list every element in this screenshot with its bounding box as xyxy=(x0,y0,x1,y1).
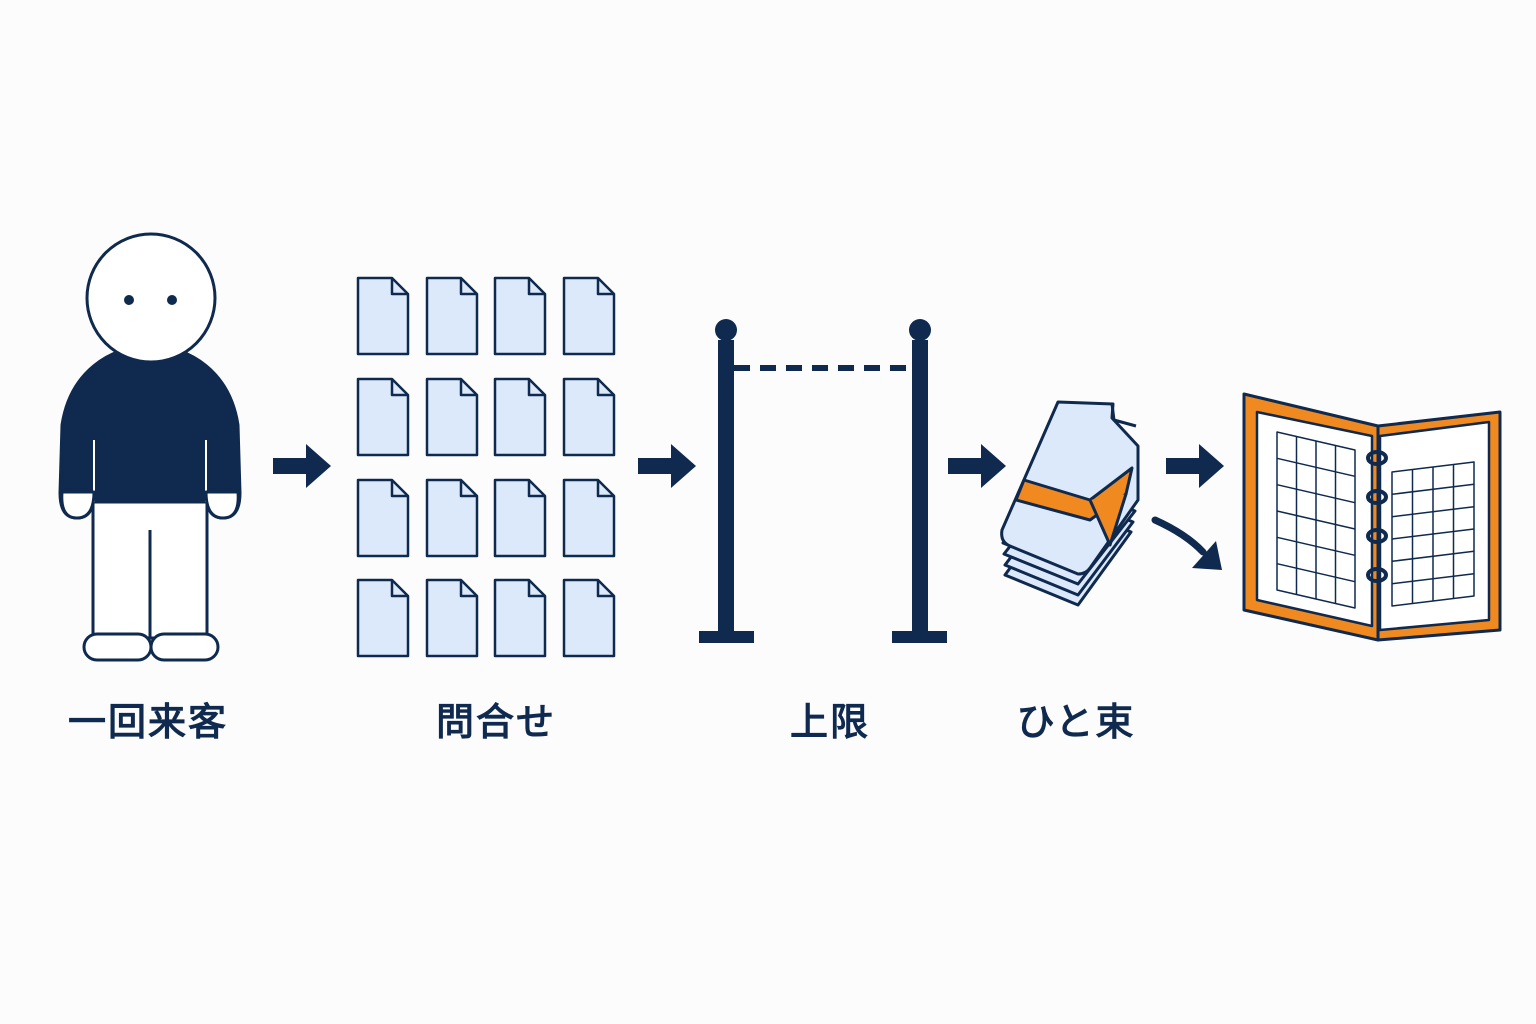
left-post xyxy=(699,319,754,643)
document-icon xyxy=(425,377,479,457)
right-post xyxy=(892,319,947,643)
document-icon xyxy=(562,276,616,356)
binder-rings xyxy=(1366,450,1388,583)
bundled-stack-icon xyxy=(1000,400,1140,607)
person-icon xyxy=(58,232,242,662)
document-icon xyxy=(493,478,547,558)
stanchion-barrier-icon xyxy=(699,319,947,643)
document-icon xyxy=(356,276,410,356)
document-icon xyxy=(562,377,616,457)
right-page-grid xyxy=(1391,461,1475,607)
document-icon xyxy=(356,478,410,558)
arrow-icon xyxy=(638,444,696,488)
document-icon xyxy=(425,276,479,356)
step-label-visitor: 一回来客 xyxy=(67,700,228,744)
document-icon xyxy=(562,478,616,558)
step-label-limit: 上限 xyxy=(789,700,870,744)
arrow-icon xyxy=(273,444,331,488)
left-page-grid xyxy=(1276,431,1356,609)
document-icon xyxy=(562,578,616,658)
document-icon xyxy=(356,578,410,658)
document-icon xyxy=(425,578,479,658)
step-label-inquiries: 問合せ xyxy=(435,700,556,744)
curved-arrow-icon xyxy=(1151,516,1222,570)
documents-grid-icon xyxy=(356,276,616,658)
arrow-icon xyxy=(1166,444,1224,488)
open-binder-icon xyxy=(1242,392,1502,642)
document-icon xyxy=(493,377,547,457)
step-label-bundle: ひと束 xyxy=(1016,700,1136,744)
document-icon xyxy=(493,276,547,356)
document-icon xyxy=(493,578,547,658)
arrow-icon xyxy=(948,444,1006,488)
document-icon xyxy=(425,478,479,558)
document-icon xyxy=(356,377,410,457)
